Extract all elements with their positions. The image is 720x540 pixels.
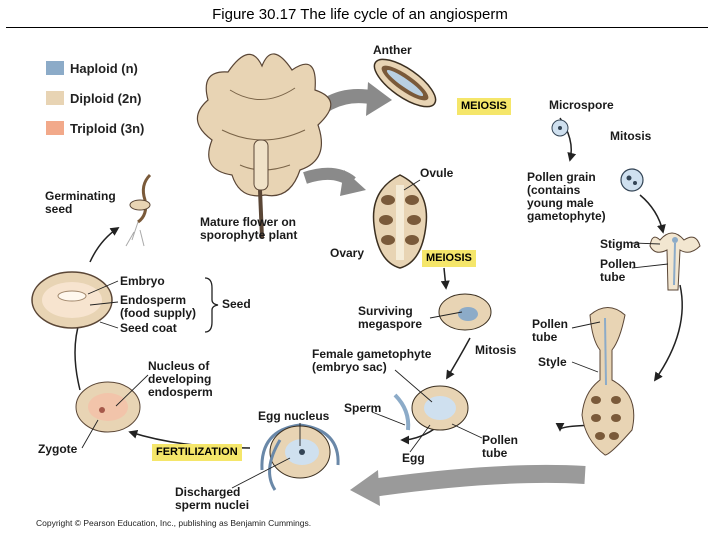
label-endosperm: Endosperm (food supply)	[120, 293, 196, 320]
legend-label-haploid: Haploid (n)	[70, 60, 138, 76]
label-pollen-tube-2: Pollen tube	[532, 317, 569, 344]
label-style: Style	[538, 355, 567, 369]
legend-triploid: Triploid (3n)	[46, 118, 144, 138]
label-egg-nucleus: Egg nucleus	[258, 409, 330, 423]
mature-flower	[196, 53, 332, 239]
label-sperm: Sperm	[344, 401, 382, 415]
label-stigma: Stigma	[600, 237, 641, 251]
legend-diploid: Diploid (2n)	[46, 88, 142, 108]
diploid-swatch	[46, 91, 64, 105]
seed-bracket	[204, 277, 219, 333]
label-pollen-grain: Pollen grain (contains young male gameto…	[527, 170, 606, 223]
anther-illustration	[373, 58, 437, 108]
big-arrow-flower-to-ovule	[303, 167, 366, 196]
germinating-seed-illustration	[125, 173, 152, 247]
label-female-gametophyte: Female gametophyte (embryo sac)	[312, 347, 432, 374]
stigma-illustration	[649, 232, 701, 291]
legend-label-diploid: Diploid (2n)	[70, 90, 142, 106]
ovary-pollen-tube-illustration	[581, 307, 635, 456]
label-mitosis-mid: Mitosis	[475, 343, 517, 357]
embryo-sac-illustration	[393, 385, 469, 431]
label-embryo: Embryo	[120, 274, 165, 288]
big-arrow-to-fertilization	[350, 464, 586, 506]
surviving-megaspore-illustration	[438, 293, 492, 331]
developing-endosperm-illustration	[75, 381, 141, 433]
label-zygote: Zygote	[38, 442, 78, 456]
fertilization-badge: FERTILIZATION	[152, 444, 242, 461]
label-discharged-sperm: Discharged sperm nuclei	[175, 485, 250, 512]
meiosis-badge-1: MEIOSIS	[457, 98, 511, 115]
legend-label-triploid: Triploid (3n)	[70, 120, 145, 136]
label-anther: Anther	[373, 43, 412, 57]
leader-lines	[81, 179, 669, 489]
label-germinating-seed: Germinating seed	[45, 189, 116, 216]
figure-title: Figure 30.17 The life cycle of an angios…	[212, 6, 508, 23]
label-pollen-tube-1: Pollen tube	[600, 257, 637, 284]
label-mitosis-top: Mitosis	[610, 129, 652, 143]
ovule-illustration	[372, 174, 428, 269]
label-seed: Seed	[222, 297, 251, 311]
label-ovule: Ovule	[420, 166, 454, 180]
copyright-notice: Copyright © Pearson Education, Inc., pub…	[36, 518, 312, 528]
label-nucleus-endosperm: Nucleus of developing endosperm	[148, 359, 213, 399]
label-egg: Egg	[402, 451, 425, 465]
label-mature-flower: Mature flower on sporophyte plant	[200, 215, 298, 242]
label-microspore: Microspore	[549, 98, 614, 112]
label-surviving-megaspore: Surviving megaspore	[358, 304, 423, 331]
label-ovary: Ovary	[330, 246, 365, 260]
label-seed-coat: Seed coat	[120, 321, 177, 335]
haploid-swatch	[46, 61, 64, 75]
legend-haploid: Haploid (n)	[46, 58, 138, 78]
label-pollen-tube-3: Pollen tube	[482, 433, 519, 460]
meiosis-badge-2: MEIOSIS	[422, 250, 476, 267]
title-rule	[6, 27, 708, 28]
seed-illustration	[31, 271, 113, 329]
triploid-swatch	[46, 121, 64, 135]
pollen-grain-cell	[620, 168, 644, 192]
